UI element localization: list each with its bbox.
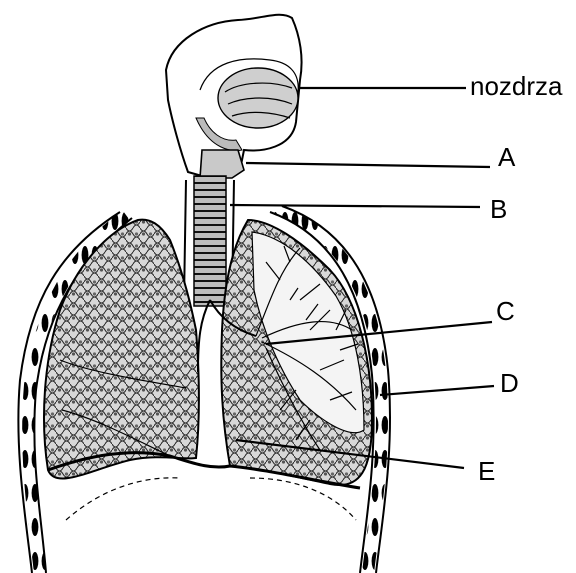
trachea [194, 176, 226, 306]
label-d: D [500, 368, 519, 398]
diaphragm-dashed [66, 478, 356, 520]
label-nostril: nozdrza [470, 71, 563, 101]
label-e: E [478, 456, 495, 486]
label-a: A [498, 142, 516, 172]
larynx [200, 150, 244, 178]
label-c: C [496, 296, 515, 326]
label-b: B [490, 194, 507, 224]
